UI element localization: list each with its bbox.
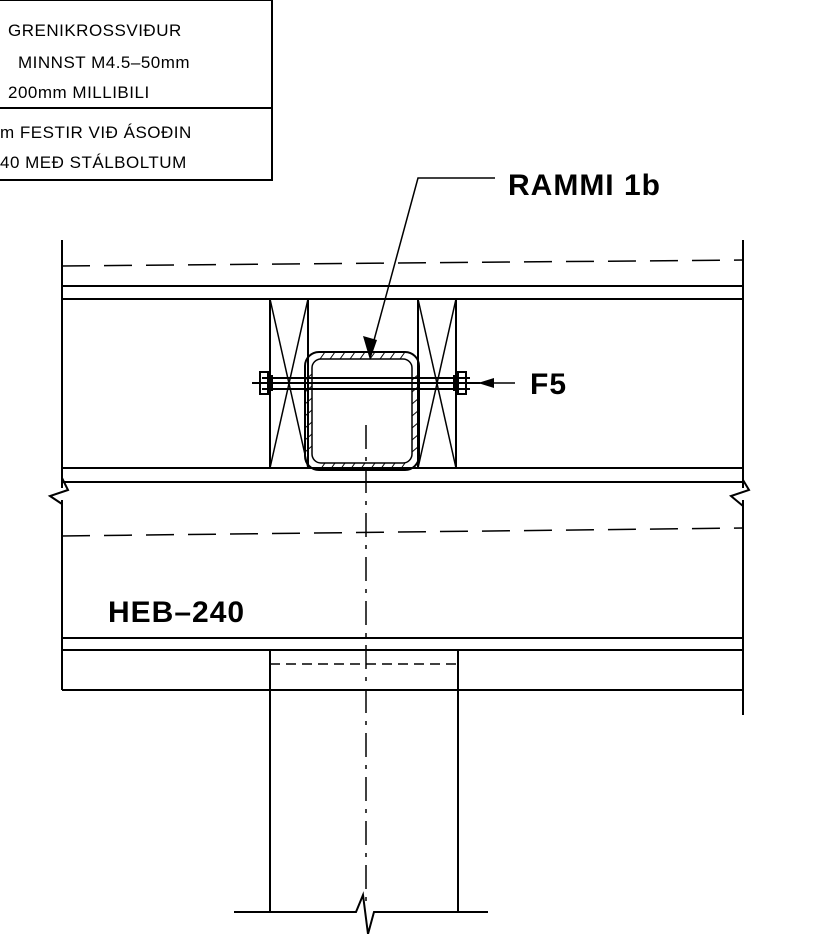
note-line-3: 200mm MILLIBILI xyxy=(8,83,150,102)
right-break-symbol xyxy=(728,479,751,507)
frame-leader-arrow xyxy=(363,336,377,360)
rhs-section xyxy=(304,351,420,471)
fastener-label: F5 xyxy=(530,368,567,401)
frame-label: RAMMI 1b xyxy=(508,169,661,202)
bolt-washer-left xyxy=(267,375,273,391)
note-line-4: m FESTIR VIÐ ÁSOÐIN xyxy=(0,123,192,142)
note-line-5: 40 MEÐ STÁLBOLTUM xyxy=(0,153,187,172)
column-break-line xyxy=(234,891,488,934)
left-break-symbol xyxy=(47,477,70,505)
upper-member xyxy=(61,259,744,300)
heb-beam: HEB–240 xyxy=(62,596,743,691)
notes-box: GRENIKROSSVIÐUR MINNST M4.5–50mm 200mm M… xyxy=(0,0,273,181)
bolt-washer-right xyxy=(453,375,459,391)
frame-label-group: RAMMI 1b xyxy=(363,169,661,360)
beam-label: HEB–240 xyxy=(108,596,245,629)
rhs-hatching xyxy=(304,351,420,471)
fastener-label-group: F5 xyxy=(478,368,567,401)
beam-outline xyxy=(47,240,751,715)
through-bolt xyxy=(252,371,480,395)
note-line-2: MINNST M4.5–50mm xyxy=(18,53,190,72)
frame-leader-line xyxy=(369,177,495,356)
lower-member xyxy=(61,467,744,537)
fastener-leader-arrow xyxy=(478,378,494,388)
column xyxy=(234,650,488,934)
note-line-1: GRENIKROSSVIÐUR xyxy=(8,21,182,40)
